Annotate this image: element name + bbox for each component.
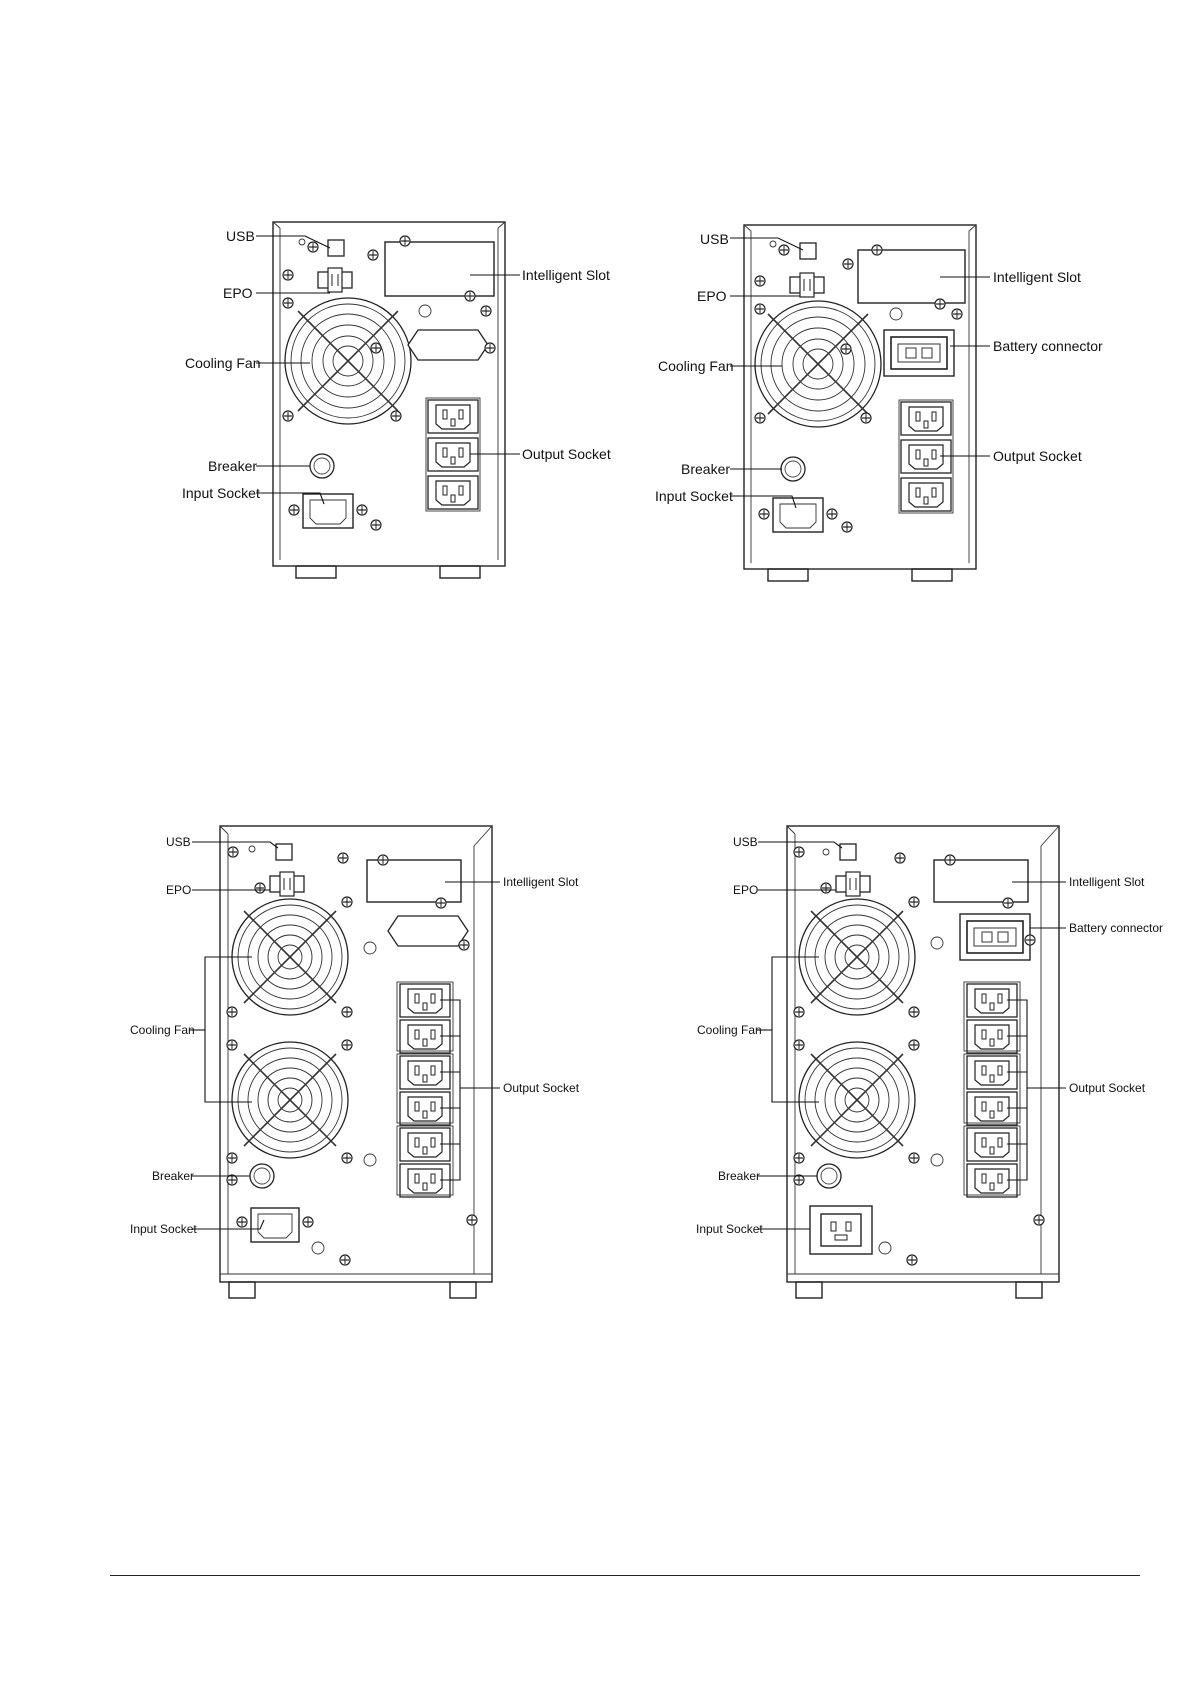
epo-port xyxy=(789,272,825,298)
label-battery-connector: Battery connector xyxy=(993,338,1103,354)
label-input-socket: Input Socket xyxy=(182,485,260,501)
label-cooling-fan: Cooling Fan xyxy=(658,358,734,374)
label-input-socket: Input Socket xyxy=(130,1222,197,1236)
foot-left xyxy=(767,568,809,582)
foot-right xyxy=(449,1281,477,1299)
foot-left xyxy=(795,1281,823,1299)
intelligent-slot xyxy=(366,859,462,903)
figure-c: USB EPO Cooling Fan Breaker Input Socket… xyxy=(130,825,580,1299)
output-socket-3 xyxy=(427,475,479,510)
label-output-socket: Output Socket xyxy=(503,1081,580,1095)
label-intelligent-slot: Intelligent Slot xyxy=(1069,875,1145,889)
label-intelligent-slot: Intelligent Slot xyxy=(993,269,1081,285)
breaker-switch xyxy=(780,456,806,482)
label-usb: USB xyxy=(166,835,191,849)
foot-right xyxy=(911,568,953,582)
epo-port xyxy=(269,871,305,897)
foot-left xyxy=(228,1281,256,1299)
figure-b: USB EPO Cooling Fan Breaker Input Socket… xyxy=(655,224,1103,582)
label-usb: USB xyxy=(733,835,758,849)
breaker-switch xyxy=(249,1163,275,1189)
label-epo: EPO xyxy=(223,285,253,301)
epo-port xyxy=(835,871,871,897)
label-breaker: Breaker xyxy=(208,458,257,474)
label-output-socket: Output Socket xyxy=(1069,1081,1146,1095)
usb-port xyxy=(799,242,817,260)
label-cooling-fan: Cooling Fan xyxy=(130,1023,195,1037)
label-intelligent-slot: Intelligent Slot xyxy=(503,875,579,889)
label-output-socket: Output Socket xyxy=(522,446,611,462)
output-socket-1 xyxy=(427,399,479,434)
cooling-fan-2 xyxy=(231,1041,349,1159)
label-epo: EPO xyxy=(697,288,727,304)
label-breaker: Breaker xyxy=(681,461,730,477)
output-socket-1 xyxy=(900,401,952,436)
cooling-fan-2 xyxy=(798,1041,916,1159)
label-cooling-fan: Cooling Fan xyxy=(185,355,261,371)
label-input-socket: Input Socket xyxy=(696,1222,763,1236)
figure-d: USB EPO Cooling Fan Breaker Input Socket… xyxy=(696,825,1163,1299)
intelligent-slot xyxy=(933,859,1029,903)
input-socket xyxy=(772,497,824,533)
breaker-switch xyxy=(309,453,335,479)
intelligent-slot xyxy=(384,241,495,297)
blank-cover-plate xyxy=(407,329,489,361)
label-epo: EPO xyxy=(733,883,758,897)
label-battery-connector: Battery connector xyxy=(1069,921,1163,935)
label-output-socket: Output Socket xyxy=(993,448,1082,464)
label-breaker: Breaker xyxy=(152,1169,194,1183)
input-socket xyxy=(302,493,354,529)
cabinet-rear-panel xyxy=(743,224,977,570)
cooling-fan xyxy=(284,297,412,425)
figure-a: USB EPO Cooling Fan Breaker Input Socket… xyxy=(182,221,611,579)
foot-right xyxy=(1015,1281,1043,1299)
label-intelligent-slot: Intelligent Slot xyxy=(522,267,610,283)
usb-port xyxy=(327,239,345,257)
label-breaker: Breaker xyxy=(718,1169,760,1183)
cooling-fan xyxy=(754,300,882,428)
label-usb: USB xyxy=(226,228,255,244)
usb-port xyxy=(275,843,293,861)
cabinet-rear-panel xyxy=(786,825,1060,1283)
cabinet-rear-panel xyxy=(272,221,506,567)
usb-port xyxy=(839,843,857,861)
epo-port xyxy=(317,267,353,293)
foot-right xyxy=(439,565,481,579)
label-epo: EPO xyxy=(166,883,191,897)
breaker-switch xyxy=(816,1163,842,1189)
input-socket xyxy=(809,1205,873,1255)
label-cooling-fan: Cooling Fan xyxy=(697,1023,762,1037)
battery-connector xyxy=(883,329,955,377)
foot-left xyxy=(295,565,337,579)
cabinet-rear-panel xyxy=(219,825,493,1283)
input-socket xyxy=(250,1207,300,1243)
footer-rule xyxy=(110,1575,1140,1576)
blank-cover-plate xyxy=(387,915,469,947)
output-socket-3 xyxy=(900,477,952,512)
label-usb: USB xyxy=(700,231,729,247)
battery-connector xyxy=(959,913,1031,961)
label-input-socket: Input Socket xyxy=(655,488,733,504)
